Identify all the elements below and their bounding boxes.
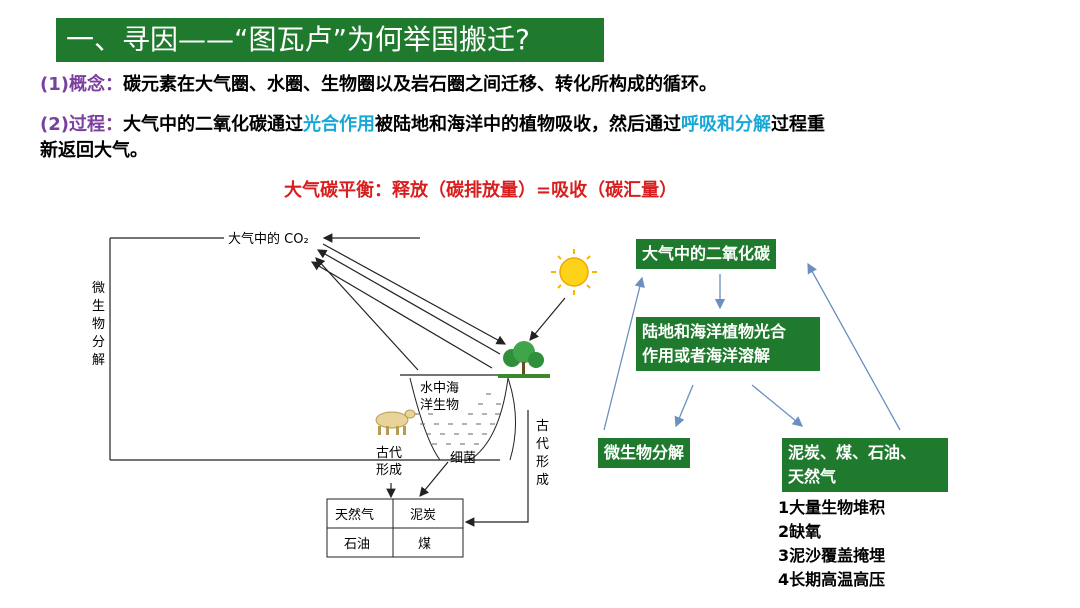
svg-text:分: 分 bbox=[92, 335, 105, 350]
svg-text:物: 物 bbox=[92, 317, 105, 332]
condition-2: 2缺氧 bbox=[778, 518, 821, 542]
absorption-line-2: 作用或者海洋溶解 bbox=[642, 344, 814, 368]
fuel-peat: 泥炭 bbox=[410, 508, 436, 523]
sun-icon bbox=[551, 249, 597, 295]
svg-text:形: 形 bbox=[536, 455, 549, 470]
fuel-natural-gas: 天然气 bbox=[335, 507, 374, 523]
absorption-line-1: 陆地和海洋植物光合 bbox=[642, 320, 814, 344]
micro-decomp-vertical-label: 微 生 物 分 解 bbox=[92, 281, 105, 368]
fossil-line-1: 泥炭、煤、石油、 bbox=[788, 441, 942, 465]
fuel-coal: 煤 bbox=[418, 537, 431, 552]
condition-4: 4长期高温高压 bbox=[778, 566, 885, 590]
cow-icon bbox=[376, 410, 415, 435]
ancient-formed-right-label: 古 代 形 成 bbox=[536, 419, 549, 488]
microbe-decomposition-box: 微生物分解 bbox=[598, 438, 690, 468]
svg-text:解: 解 bbox=[92, 353, 105, 368]
svg-text:古: 古 bbox=[536, 419, 549, 434]
atmosphere-co2-label: 大气中的 CO₂ bbox=[228, 231, 309, 247]
atmosphere-co2-box: 大气中的二氧化碳 bbox=[636, 239, 776, 269]
ocean-bio-label-1: 水中海 bbox=[420, 381, 459, 396]
micro-decomp-loop bbox=[110, 238, 500, 460]
condition-1: 1大量生物堆积 bbox=[778, 494, 885, 518]
fuel-oil: 石油 bbox=[344, 537, 370, 552]
ocean-bio-label-2: 洋生物 bbox=[420, 398, 459, 413]
svg-text:代: 代 bbox=[536, 437, 549, 452]
fossil-line-2: 天然气 bbox=[788, 465, 942, 489]
fossil-fuel-box: 泥炭、煤、石油、 天然气 bbox=[782, 438, 948, 492]
bacteria-label: 细菌 bbox=[450, 451, 476, 466]
svg-text:生: 生 bbox=[92, 299, 105, 314]
ancient-formed-left-1: 古代 bbox=[376, 446, 402, 461]
svg-text:微: 微 bbox=[92, 281, 105, 296]
tree-icon bbox=[498, 341, 550, 378]
ancient-formed-left-2: 形成 bbox=[376, 463, 402, 478]
svg-text:成: 成 bbox=[536, 473, 549, 488]
condition-3: 3泥沙覆盖掩埋 bbox=[778, 542, 885, 566]
absorption-box: 陆地和海洋植物光合 作用或者海洋溶解 bbox=[636, 317, 820, 371]
